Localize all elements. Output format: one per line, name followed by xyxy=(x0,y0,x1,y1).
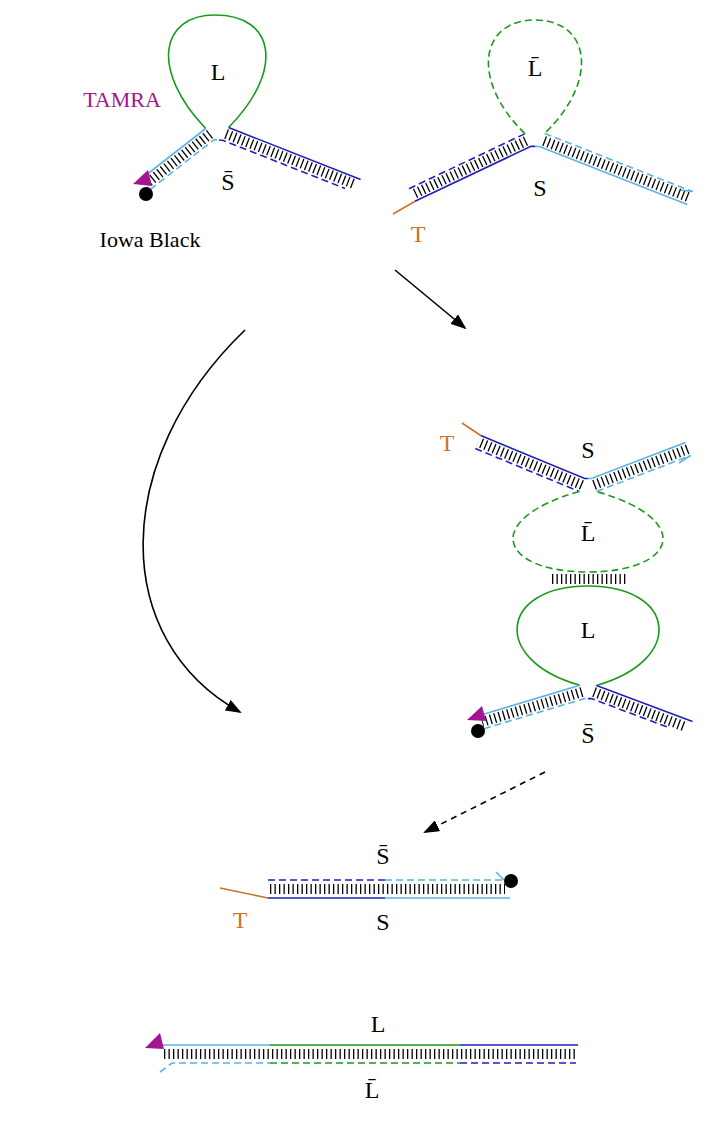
tamra-fluorophore xyxy=(467,706,486,721)
base-pair-hatch xyxy=(544,141,688,197)
base-pair-hatch xyxy=(270,884,505,894)
strand-dark-blue-dashed xyxy=(268,879,385,881)
strand-end-harpoon xyxy=(679,456,691,464)
fluorophore-label: TAMRA xyxy=(83,87,161,113)
loop-green-dashed xyxy=(488,20,581,134)
strand-dark-blue-dashed xyxy=(460,1062,576,1064)
iowa-black-quencher xyxy=(139,187,153,201)
strand-end-harpoon xyxy=(681,190,693,192)
strand-light-blue-dashed xyxy=(597,456,691,492)
strand-green-dashed xyxy=(270,1062,460,1064)
base-pair-hatch xyxy=(146,134,210,184)
strand-light-blue xyxy=(385,897,510,899)
loop-green xyxy=(517,586,659,685)
strand-dark-blue-dashed xyxy=(475,449,579,492)
base-pair-hatch xyxy=(478,442,582,485)
strand-label: S xyxy=(376,908,389,937)
base-pair-hatch xyxy=(594,449,688,485)
strand-dark-blue xyxy=(229,128,361,180)
toehold-label: T xyxy=(233,906,248,935)
strand-label: S̄ xyxy=(221,168,234,197)
domain-label: L xyxy=(371,1010,386,1039)
strand-dark-blue-dashed xyxy=(219,140,345,189)
strand-light-blue-dashed xyxy=(545,134,693,192)
strand-dark-blue-dashed xyxy=(588,699,670,728)
base-pair-hatch xyxy=(226,134,354,184)
base-pair-hatch xyxy=(414,141,526,194)
toehold-orange xyxy=(393,201,415,214)
strand-dark-blue-dashed xyxy=(409,134,525,189)
domain-label: L xyxy=(581,616,596,645)
base-pair-hatch xyxy=(552,574,626,584)
loop-green xyxy=(169,15,266,129)
iowa-black-quencher xyxy=(471,724,485,738)
strand-light-blue-dashed xyxy=(150,140,219,190)
strand-light-blue xyxy=(535,146,687,204)
domain-label: L̄ xyxy=(365,1076,380,1105)
strand-label: S̄ xyxy=(376,842,389,871)
base-pair-hatch xyxy=(482,692,582,722)
strand-light-blue xyxy=(158,1044,270,1046)
quencher-label: Iowa Black xyxy=(100,227,201,253)
strand-green xyxy=(270,1044,460,1046)
strand-light-blue xyxy=(588,443,686,479)
domain-label: L̄ xyxy=(581,519,596,548)
reaction-arrow-dashed xyxy=(425,772,545,832)
strand-light-blue xyxy=(480,685,580,715)
reaction-arrow xyxy=(143,330,245,712)
toehold-label: T xyxy=(411,220,426,249)
base-pair-hatch xyxy=(594,692,686,727)
strand-dark-blue xyxy=(415,146,535,201)
toehold-orange xyxy=(462,423,481,436)
strand-label: S xyxy=(533,174,546,203)
strand-label: S xyxy=(581,436,594,465)
strand-dark-blue xyxy=(597,685,693,721)
base-pair-hatch xyxy=(164,1049,575,1059)
toehold-orange xyxy=(220,888,268,898)
strand-end-harpoon xyxy=(496,872,504,880)
strand-dark-blue xyxy=(268,897,385,899)
strand-dark-blue xyxy=(460,1044,578,1046)
strand-label: S̄ xyxy=(581,721,594,750)
loop-green-dashed xyxy=(513,492,663,573)
domain-label: L̄ xyxy=(528,54,543,83)
strand-light-blue-dashed xyxy=(160,1063,270,1072)
reaction-arrow xyxy=(395,270,465,328)
iowa-black-quencher xyxy=(504,874,518,888)
tamra-fluorophore xyxy=(145,1033,164,1049)
domain-label: L xyxy=(211,58,226,87)
tamra-fluorophore xyxy=(133,170,152,186)
strand-light-blue-dashed xyxy=(385,879,504,881)
strand-light-blue-dashed xyxy=(484,699,588,729)
toehold-label: T xyxy=(440,429,455,458)
